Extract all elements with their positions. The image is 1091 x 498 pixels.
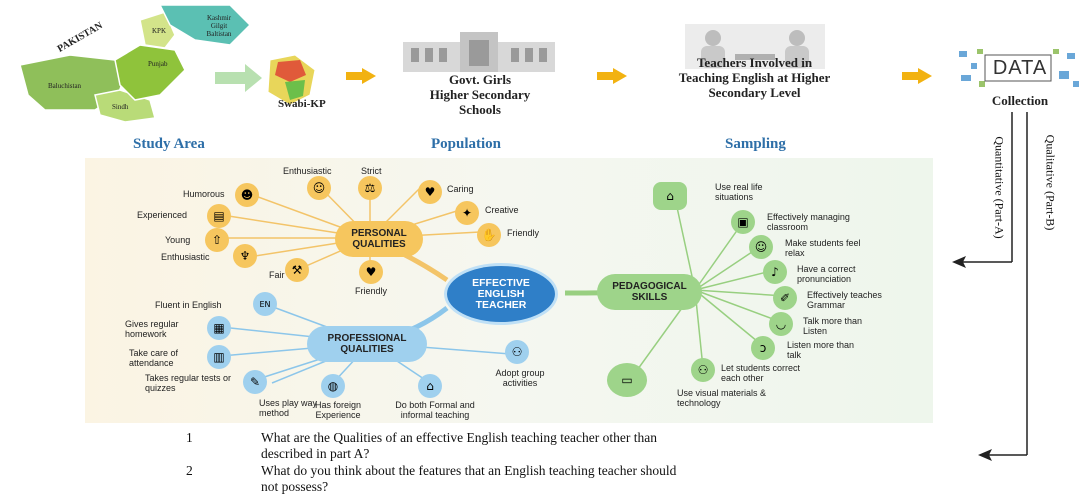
group-activity-icon: ⚇ (505, 340, 529, 364)
population-building-image (395, 30, 563, 75)
flow-arrow-3 (902, 68, 932, 84)
prof-item-formal: Do both Formal and informal teaching (395, 400, 475, 420)
ped-item-managing: Effectively managing classroom (767, 212, 850, 232)
ped-item-grammar: Effectively teaches Grammar (807, 290, 882, 310)
relax-student-icon: ☺ (749, 235, 773, 259)
quiz-icon: ✎ (243, 370, 267, 394)
flow-arrow-1 (346, 68, 376, 84)
region-label-punjab: Punjab (148, 60, 168, 68)
kpk-region (139, 11, 176, 49)
personal-item-enthusiastic-2: Enthusiastic (161, 252, 210, 262)
ped-item-pronunciation: Have a correct pronunciation (797, 264, 856, 284)
question-1-line1: What are the Qualities of an effective E… (261, 430, 657, 445)
region-label-kpk: KPK (152, 27, 167, 35)
flow-arrow-2 (597, 68, 627, 84)
classroom-icon: ▣ (731, 210, 755, 234)
caption-study-area: Study Area (133, 136, 205, 152)
prof-item-attendance: Take care of attendance (129, 348, 179, 368)
question-2-line2: not possess? (261, 479, 329, 494)
globe-icon: ◍ (321, 374, 345, 398)
ped-item-relax: Make students feel relax (785, 238, 861, 258)
prof-item-play: Uses play way method (259, 398, 318, 418)
sampling-teachers-image (685, 24, 825, 69)
prof-item-fluent: Fluent in English (155, 300, 222, 310)
question-2-number: 2 (186, 463, 193, 478)
en-speech-icon: EN (253, 292, 277, 316)
region-label-baluchistan: Baluchistan (48, 82, 82, 90)
personal-item-humorous: Humorous (183, 189, 225, 199)
pakistan-map-graphic (19, 4, 316, 123)
personal-item-experienced: Experienced (137, 210, 188, 220)
personal-item-friendly-2: Friendly (355, 286, 388, 296)
ped-item-correct: Let students correct each other (721, 363, 801, 383)
homework-icon: ▦ (207, 316, 231, 340)
handshake-icon: ✋ (477, 223, 501, 247)
arrow-to-questions-icon (978, 449, 992, 461)
attendance-clipboard-icon: ▥ (207, 345, 231, 369)
question-1-number: 1 (186, 430, 193, 445)
study-area-map: PAKISTAN KPK Kashmir Gilgit Baltistan Pu… (0, 0, 340, 130)
district-label: Swabi-KP (278, 98, 326, 110)
ped-item-visual: Use visual materials & technology (677, 388, 767, 408)
laughing-face-icon: ☻ (235, 183, 259, 207)
ear-icon: ↄ (751, 336, 775, 360)
personal-item-creative: Creative (485, 205, 519, 215)
heart-hands-icon-2: ♥ (359, 260, 383, 284)
collection-label: Collection (991, 93, 1049, 108)
ear-sound-icon: ♪ (763, 260, 787, 284)
quantitative-label: Quantitative (Part-A) (992, 136, 1007, 239)
zoom-arrow-icon (215, 64, 262, 92)
ped-item-listen-more: Listen more than talk (787, 340, 855, 360)
prof-item-tests: Takes regular tests or quizzes (145, 373, 232, 393)
kashmir-gb-region (158, 4, 252, 46)
personal-item-friendly: Friendly (507, 228, 540, 238)
data-logo-text: DATA (992, 57, 1048, 79)
prof-item-homework: Gives regular homework (125, 319, 179, 339)
personal-item-caring: Caring (447, 184, 474, 194)
caption-population: Population (431, 136, 502, 152)
enthusiastic-icon: ☺ (307, 176, 331, 200)
region-label-sindh: Sindh (112, 103, 129, 111)
ped-item-real-life: Use real life situations (715, 182, 763, 202)
up-arrow-icon: ⇧ (205, 228, 229, 252)
population-text: Govt. Girls Higher Secondary Schools (429, 72, 531, 117)
personal-item-strict: Strict (361, 166, 382, 176)
prof-item-group: Adopt group activities (495, 368, 545, 388)
gavel-icon: ⚒ (285, 258, 309, 282)
certificate-icon: ▤ (207, 204, 231, 228)
mouth-icon: ◡ (769, 312, 793, 336)
scales-icon: ⚖ (358, 176, 382, 200)
arrow-to-mindmap-icon (952, 256, 966, 268)
caption-sampling: Sampling (725, 136, 786, 152)
question-1-line2: described in part A? (261, 446, 370, 461)
peer-correction-icon: ⚇ (691, 358, 715, 382)
region-label-kashmir: Kashmir Gilgit Baltistan (206, 14, 232, 38)
cheering-person-icon: ♆ (233, 244, 257, 268)
sampling-text: Teachers Involved in Teaching English at… (678, 55, 831, 100)
ped-item-talk-more: Talk more than Listen (803, 316, 863, 336)
lightbulb-icon: ✦ (455, 201, 479, 225)
personal-item-enthusiastic: Enthusiastic (283, 166, 332, 176)
personal-item-fair: Fair (269, 270, 285, 280)
school-building-icon: ⌂ (418, 374, 442, 398)
real-life-icon: ⌂ (653, 182, 687, 210)
prof-item-foreign: Has foreign Experience (314, 400, 362, 420)
question-2-line1: What do you think about the features tha… (261, 463, 677, 478)
heart-hands-icon: ♥ (418, 180, 442, 204)
data-logo: DATA (955, 45, 1085, 95)
visual-board-icon: ▭ (607, 363, 647, 397)
branch-arrows (952, 112, 1028, 461)
personal-item-young: Young (165, 235, 191, 245)
grammar-icon: ✐ (773, 286, 797, 310)
qualitative-label: Qualitative (Part-B) (1043, 134, 1058, 231)
